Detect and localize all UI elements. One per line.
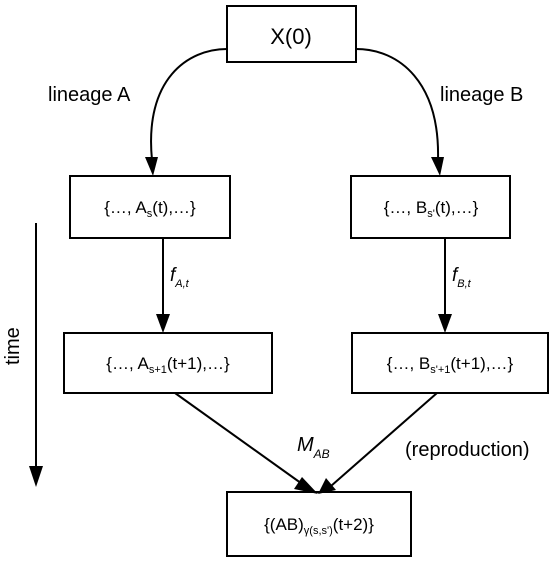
lineage-a-next-node-label: {…, As+1(t+1),…} <box>106 354 230 376</box>
lineage-b-next-node-box <box>351 332 549 394</box>
step-b-arrowhead <box>438 314 452 333</box>
m-ab-label: MAB <box>297 434 330 461</box>
step-a-arrowhead <box>156 314 170 333</box>
lineage-b-next-node-label: {…, Bs'+1(t+1),…} <box>387 354 514 376</box>
merge-a-arrowhead <box>294 477 318 494</box>
lineage-a-node-label: {…, As(t),…} <box>104 198 196 220</box>
lineage-b-node-box <box>350 175 511 239</box>
lineage-b-arrow <box>355 48 440 161</box>
lineage-b-node-label: {…, Bs'(t),…} <box>384 198 479 220</box>
merge-b-arrowhead <box>318 478 336 494</box>
lineage-a-node-box <box>69 175 231 239</box>
lineage-a-next-node-box <box>63 332 273 394</box>
merge-node-box <box>226 491 412 557</box>
merge-b-arrow <box>330 392 438 487</box>
time-axis-arrowhead <box>29 466 43 487</box>
root-node-label: X(0) <box>270 24 312 49</box>
merge-node-label: {(AB)γ(s,s')(t+2)} <box>264 515 374 537</box>
lineage-a-arrow <box>150 48 228 161</box>
root-node-box <box>226 5 357 63</box>
f-a-label: fA,t <box>170 265 190 290</box>
lineage-b-label: lineage B <box>440 84 523 106</box>
lineage-a-arrowhead <box>145 157 158 176</box>
lineage-b-arrowhead <box>431 157 444 176</box>
f-b-label: fB,t <box>452 265 472 290</box>
merge-a-arrow <box>174 392 306 487</box>
reproduction-label: (reproduction) <box>405 439 530 461</box>
time-label: time <box>2 327 24 365</box>
lineage-a-label: lineage A <box>48 84 131 106</box>
